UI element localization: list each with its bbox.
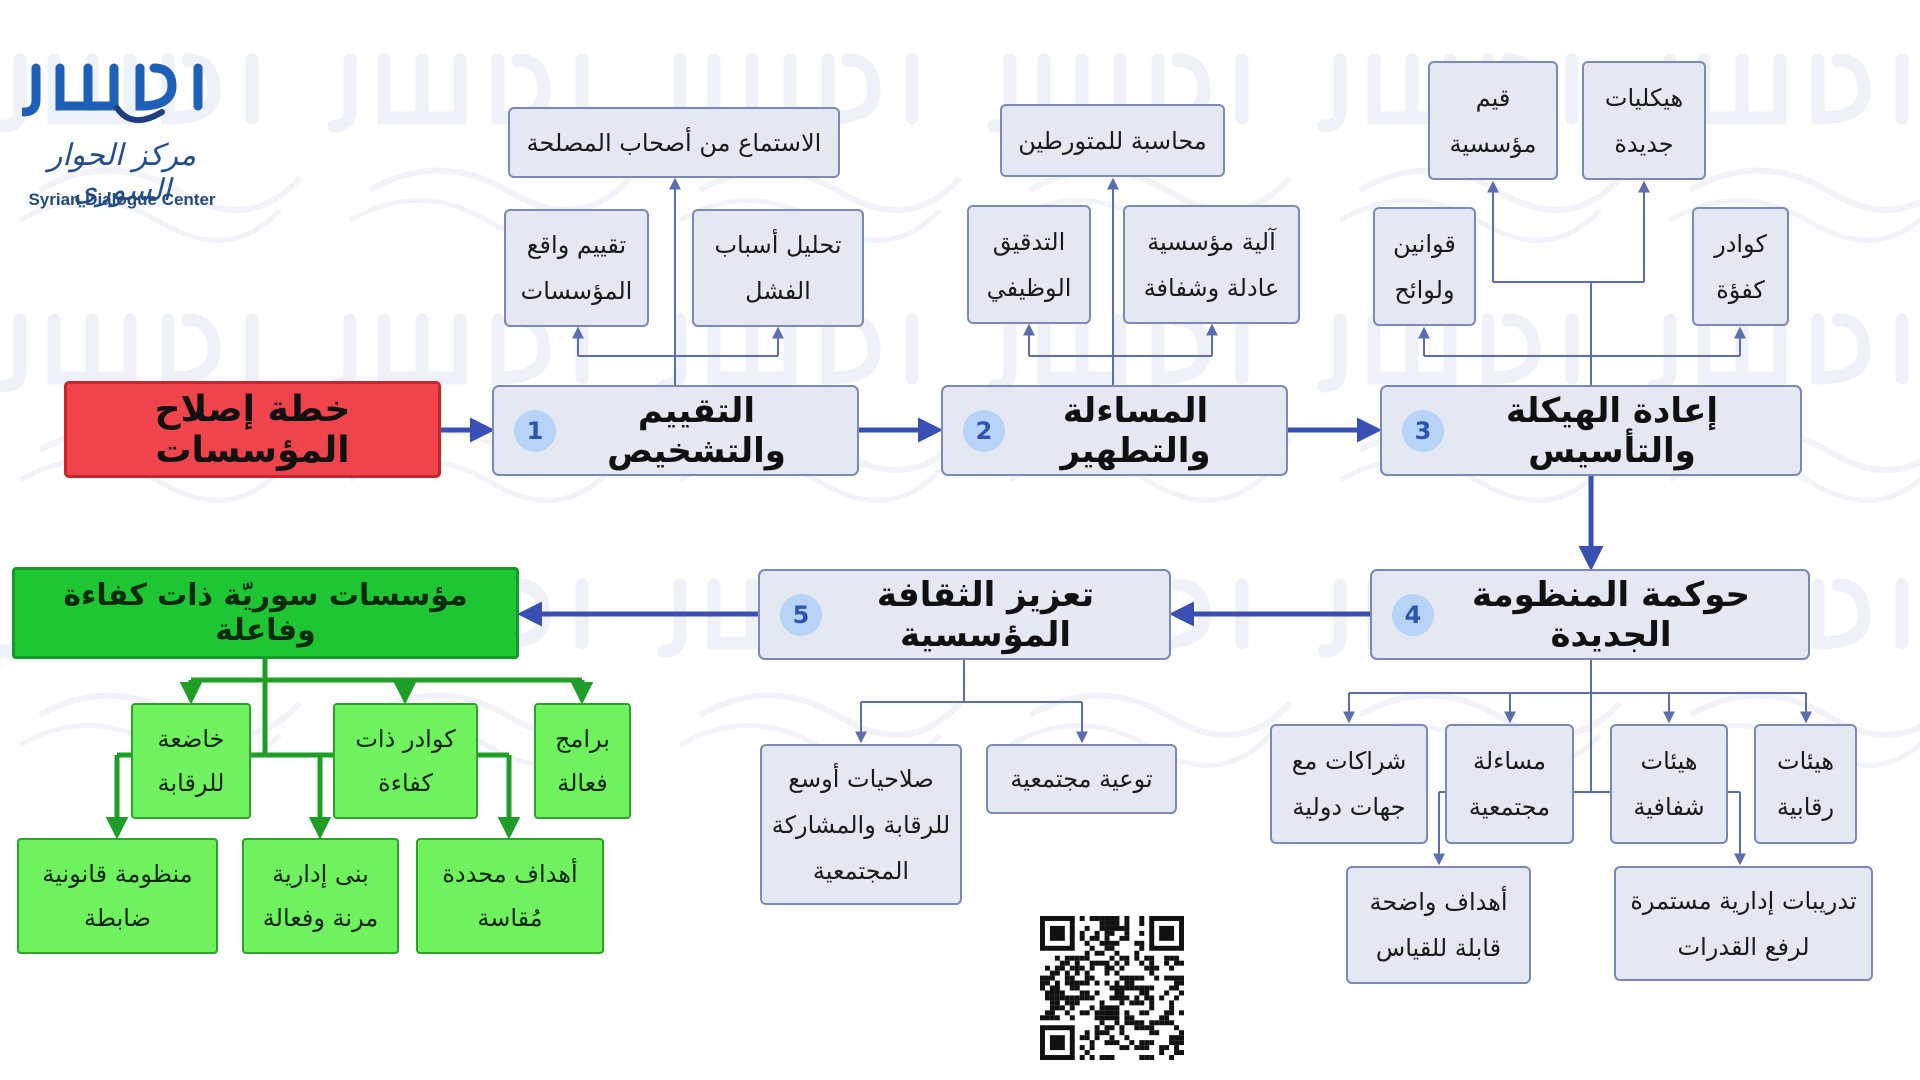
stage-5-node: تعزيز الثقافة المؤسسية 5 — [758, 569, 1171, 660]
stage-5-item-awareness: توعية مجتمعية — [986, 744, 1177, 814]
stage-4-item-transparency-bodies: هيئات شفافية — [1610, 724, 1728, 844]
stage-3-item-values: قيم مؤسسية — [1428, 61, 1558, 180]
stage-1-item-stakeholders: الاستماع من أصحاب المصلحة — [508, 107, 840, 178]
logo-english: Syrian Dialogue Center — [28, 190, 216, 209]
logo: مركز الحوار السوري Syrian Dialogue Cente… — [19, 60, 222, 220]
stage-2-item-mechanism: آلية مؤسسية عادلة وشفافة — [1123, 205, 1300, 324]
stage-3-item-laws: قوانين ولوائح — [1373, 207, 1476, 326]
stage-3-label: إعادة الهيكلة والتأسيس — [1505, 390, 1719, 471]
stage-2-item-accountability: محاسبة للمتورطين — [1000, 104, 1225, 177]
outcome-competent-cadres: كوادر ذات كفاءة — [333, 703, 478, 819]
stage-1-node: التقييم والتشخيص 1 — [492, 385, 859, 476]
outcome-admin-structures: بنى إدارية مرنة وفعالة — [242, 838, 399, 954]
stage-4-item-community-accountability: مساءلة مجتمعية — [1445, 724, 1574, 844]
outcome-defined-goals: أهداف محددة مُقاسة — [416, 838, 604, 954]
stage-3-node: إعادة الهيكلة والتأسيس 3 — [1380, 385, 1802, 476]
outcome-under-oversight: خاضعة للرقابة — [131, 703, 251, 819]
logo-mark-icon — [19, 63, 203, 123]
stage-4-item-training: تدريبات إدارية مستمرة لرفع القدرات — [1614, 866, 1873, 981]
stage-2-item-vetting: التدقيق الوظيفي — [967, 205, 1091, 324]
stage-1-item-failure-analysis: تحليل أسباب الفشل — [692, 209, 864, 327]
stage-3-number: 3 — [1402, 409, 1444, 452]
stage-4-label: حوكمة المنظومة الجديدة — [1471, 574, 1751, 655]
stage-4-item-measurable-goals: أهداف واضحة قابلة للقياس — [1346, 866, 1531, 984]
stage-5-label: تعزيز الثقافة المؤسسية — [876, 574, 1095, 655]
logo-arabic: مركز الحوار السوري — [47, 138, 197, 208]
watermark-tile — [1317, 53, 1623, 243]
watermark-tile — [1647, 53, 1920, 243]
stage-4-item-oversight-bodies: هيئات رقابية — [1754, 724, 1857, 844]
watermark-tile — [1317, 313, 1623, 503]
stage-2-node: المساءلة والتطهير 2 — [941, 385, 1288, 476]
stage-4-item-partnerships: شراكات مع جهات دولية — [1270, 724, 1428, 844]
stage-3-item-structures: هيكليات جديدة — [1582, 61, 1706, 180]
start-node: خطة إصلاح المؤسسات — [64, 381, 441, 478]
start-label: خطة إصلاح المؤسسات — [154, 388, 351, 471]
stage-2-number: 2 — [963, 409, 1005, 452]
end-label: مؤسسات سوريّة ذات كفاءة وفاعلة — [63, 578, 468, 648]
stage-4-node: حوكمة المنظومة الجديدة 4 — [1370, 569, 1810, 660]
stage-2-label: المساءلة والتطهير — [1060, 390, 1211, 471]
outcome-legal-system: منظومة قانونية ضابطة — [17, 838, 218, 954]
stage-5-item-oversight-powers: صلاحيات أوسع للرقابة والمشاركة المجتمعية — [760, 744, 962, 905]
qr-code-icon — [1040, 916, 1184, 1060]
stage-3-item-cadres: كوادر كفؤة — [1692, 207, 1789, 326]
stage-5-number: 5 — [780, 593, 822, 636]
stage-4-number: 4 — [1392, 593, 1434, 636]
stage-1-label: التقييم والتشخيص — [607, 390, 786, 471]
stage-1-number: 1 — [514, 409, 556, 452]
end-node: مؤسسات سوريّة ذات كفاءة وفاعلة — [12, 567, 519, 659]
stage-1-item-assessment: تقييم واقع المؤسسات — [504, 209, 649, 327]
outcome-effective-programs: برامج فعالة — [534, 703, 631, 819]
